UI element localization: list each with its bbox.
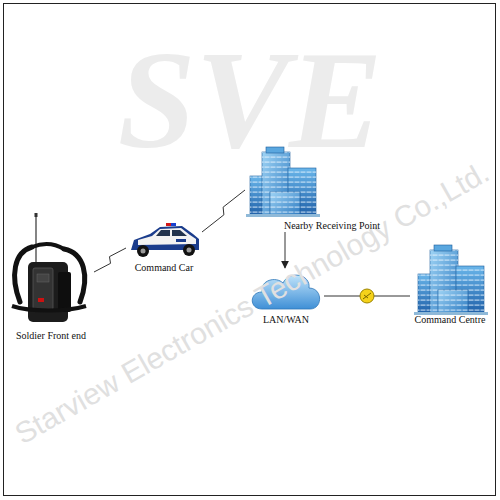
- node-label: Command Car: [126, 262, 202, 274]
- soldier-backpack: [12, 213, 86, 322]
- frame: [4, 4, 496, 496]
- network-node: Soldier Front end: [8, 212, 94, 342]
- command-car: [131, 223, 199, 257]
- network-node: Command Centre: [410, 244, 490, 326]
- node-label: Nearby Receiving Point: [245, 220, 380, 232]
- logo-watermark: SVE: [118, 30, 383, 170]
- network-node: LAN/WAN: [248, 268, 324, 326]
- wireless-link: [94, 248, 126, 272]
- network-node: Command Car: [126, 222, 202, 274]
- firewall-symbol: [360, 289, 374, 303]
- wireless-link: [202, 190, 245, 232]
- network-node: Nearby Receiving Point: [245, 148, 385, 232]
- node-label: Command Centre: [410, 314, 490, 326]
- node-label: Soldier Front end: [8, 330, 94, 342]
- node-label: LAN/WAN: [248, 314, 324, 326]
- logo-watermark-text: SVE: [118, 30, 383, 170]
- network-link: [285, 232, 286, 268]
- command-building: [414, 245, 488, 315]
